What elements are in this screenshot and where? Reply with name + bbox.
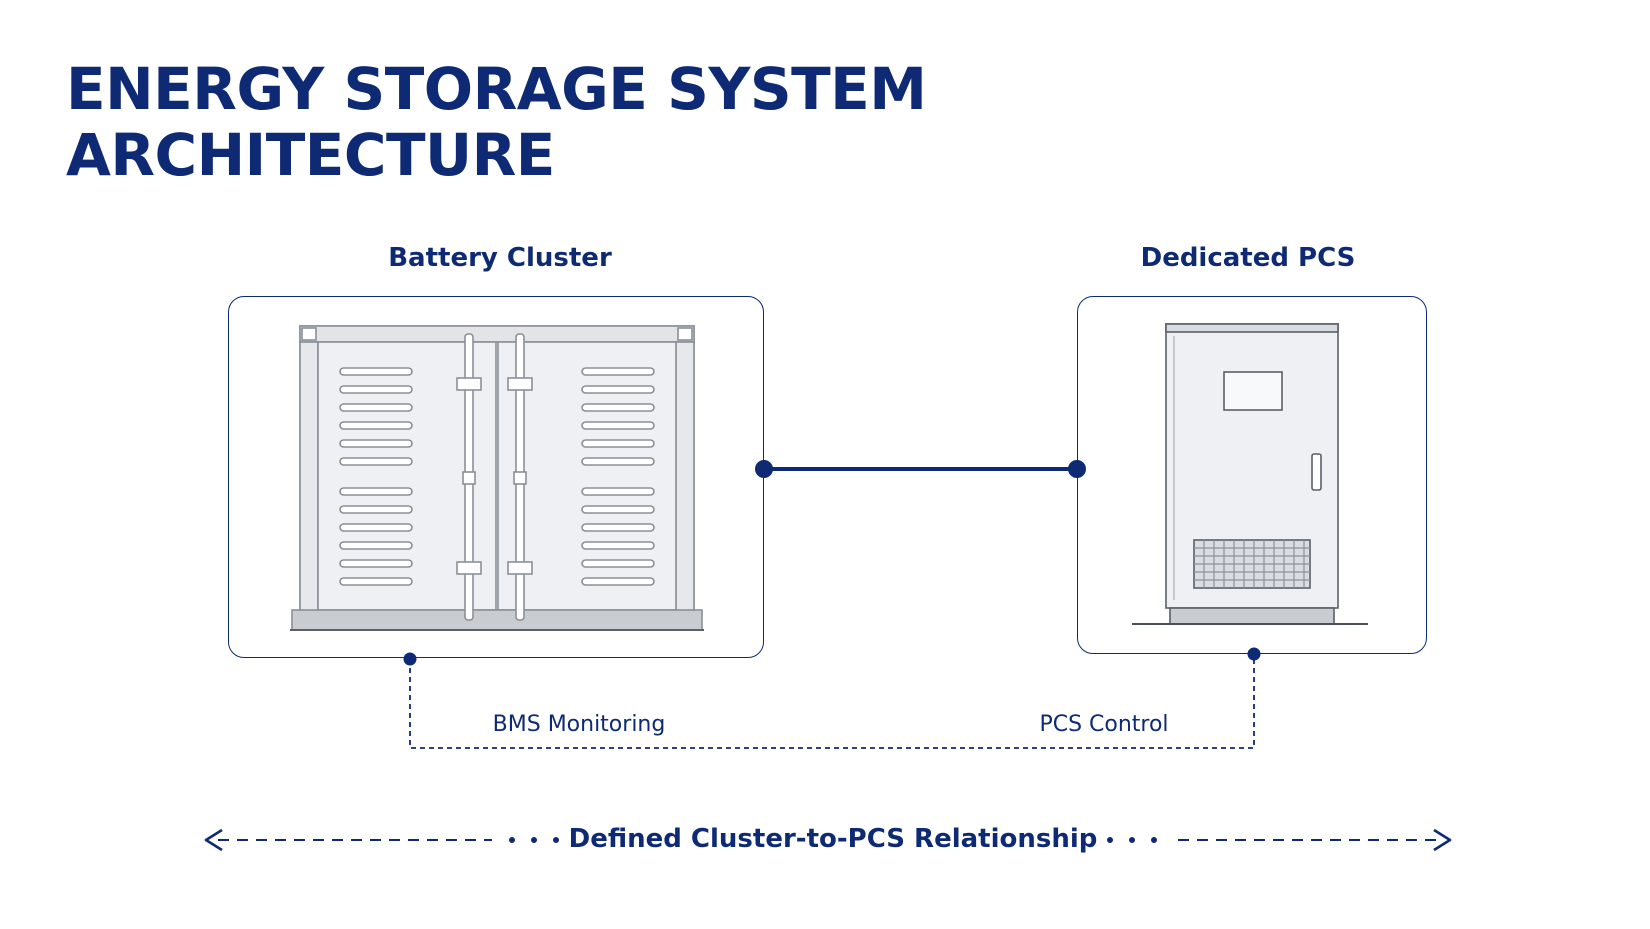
connector-dot-right — [1068, 460, 1086, 478]
arrow-right-icon — [1433, 828, 1452, 852]
connector-dot-left — [755, 460, 773, 478]
pcs-anchor-dot — [1247, 647, 1261, 661]
right-vent-slats — [581, 367, 655, 586]
power-connection — [755, 460, 1086, 478]
relationship-arrow — [204, 828, 1452, 852]
bms-monitoring-label: BMS Monitoring — [492, 712, 666, 737]
pcs-control-label: PCS Control — [1039, 712, 1169, 737]
title-line-1: ENERGY STORAGE SYSTEM — [66, 55, 927, 123]
title-line-2: ARCHITECTURE — [66, 121, 555, 189]
page-title: ENERGY STORAGE SYSTEM ARCHITECTURE — [66, 56, 927, 188]
battery-cluster-label: Battery Cluster — [388, 243, 612, 273]
arrow-left-icon — [204, 828, 223, 852]
battery-container-icon — [290, 325, 704, 631]
left-vent-slats — [339, 367, 413, 586]
dedicated-pcs-label: Dedicated PCS — [1140, 243, 1356, 273]
relationship-label: Defined Cluster-to-PCS Relationship — [568, 824, 1098, 854]
power-cabinet-icon — [1132, 323, 1368, 625]
bms-anchor-dot — [403, 652, 417, 666]
